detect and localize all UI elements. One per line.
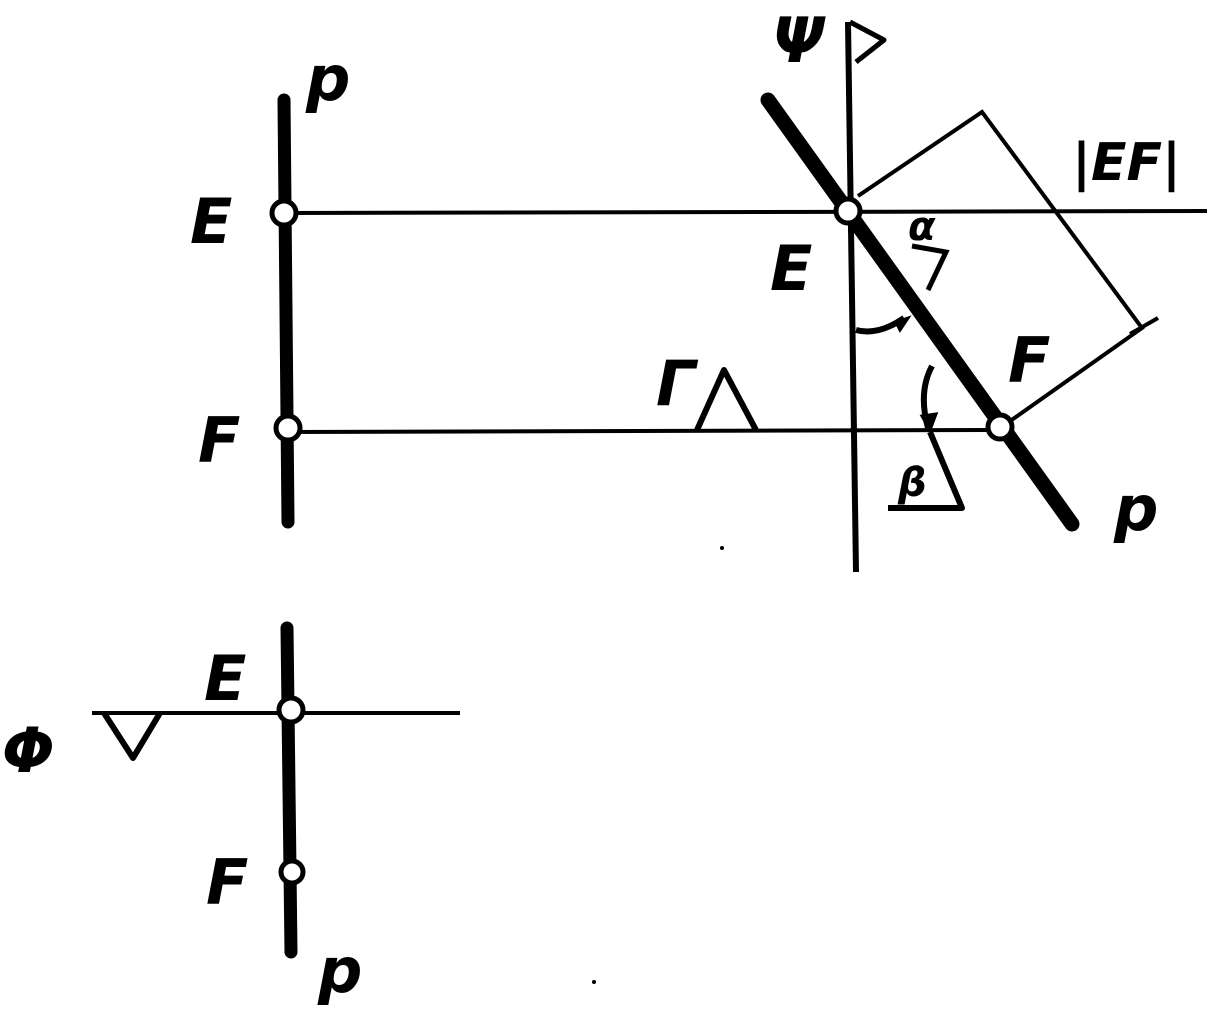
trace-psi — [845, 21, 859, 573]
construction-tick — [1129, 316, 1159, 336]
label-phi: Φ — [2, 714, 55, 787]
top-view: E Φ F p — [2, 621, 460, 1007]
alpha-arrowhead — [893, 315, 912, 333]
beta-triangle-marker — [888, 430, 965, 511]
label-f-top: F — [206, 846, 248, 919]
beta-arrowhead — [919, 412, 939, 434]
alpha-ticks — [911, 243, 950, 292]
gamma-triangle-marker — [694, 367, 759, 432]
label-e-front: E — [190, 185, 232, 258]
auxiliary-view: Ψ |EF| E α F β p — [760, 4, 1181, 573]
label-alpha: α — [908, 204, 936, 250]
label-e-aux: E — [770, 232, 812, 305]
psi-flag-marker — [848, 19, 887, 64]
connector-e — [287, 209, 1207, 215]
label-p-top: p — [317, 934, 362, 1007]
point-f-aux — [985, 412, 1015, 442]
point-e-aux — [833, 196, 863, 226]
front-view: p E F Γ — [190, 42, 1207, 529]
trace-gamma — [287, 428, 991, 434]
label-gamma: Γ — [656, 347, 699, 420]
label-f-front: F — [198, 404, 240, 477]
scan-speck — [592, 980, 596, 984]
point-f-front — [273, 413, 303, 443]
label-psi: Ψ — [772, 4, 826, 77]
label-f-aux: F — [1008, 324, 1050, 397]
point-e-front — [269, 198, 299, 228]
line-p-front — [277, 93, 295, 529]
line-p-top — [280, 621, 298, 959]
label-e-top: E — [204, 642, 246, 715]
line-p-aux — [760, 92, 1080, 532]
label-ef-length: |EF| — [1072, 133, 1181, 193]
true-length-construction — [856, 109, 1145, 426]
label-beta: β — [897, 460, 927, 506]
phi-triangle-marker — [101, 711, 163, 761]
label-p-front: p — [305, 42, 350, 115]
scan-speck — [720, 546, 724, 550]
point-f-top — [278, 858, 306, 886]
label-p-aux: p — [1113, 472, 1158, 545]
point-e-top — [276, 695, 306, 725]
